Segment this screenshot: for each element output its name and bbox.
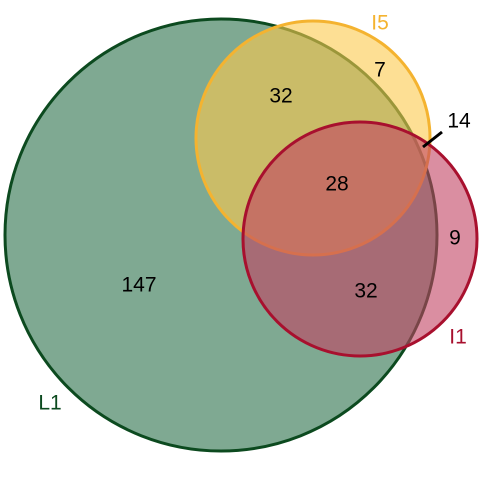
region-i5-i1-count: 14	[447, 110, 471, 133]
set-label-i5: I5	[371, 12, 389, 35]
region-i5-only-count: 7	[374, 59, 386, 82]
region-l1-i5-count: 32	[269, 85, 292, 108]
region-i1-only-count: 9	[449, 227, 461, 250]
region-l1-only-count: 147	[121, 274, 156, 297]
set-circle-i1	[241, 120, 479, 358]
set-label-l1: L1	[38, 392, 61, 415]
region-l1-i1-count: 32	[354, 280, 377, 303]
region-all-three-count: 28	[325, 173, 348, 196]
region-i5-i1-leader-line	[422, 130, 443, 149]
set-label-i1: I1	[449, 326, 467, 349]
